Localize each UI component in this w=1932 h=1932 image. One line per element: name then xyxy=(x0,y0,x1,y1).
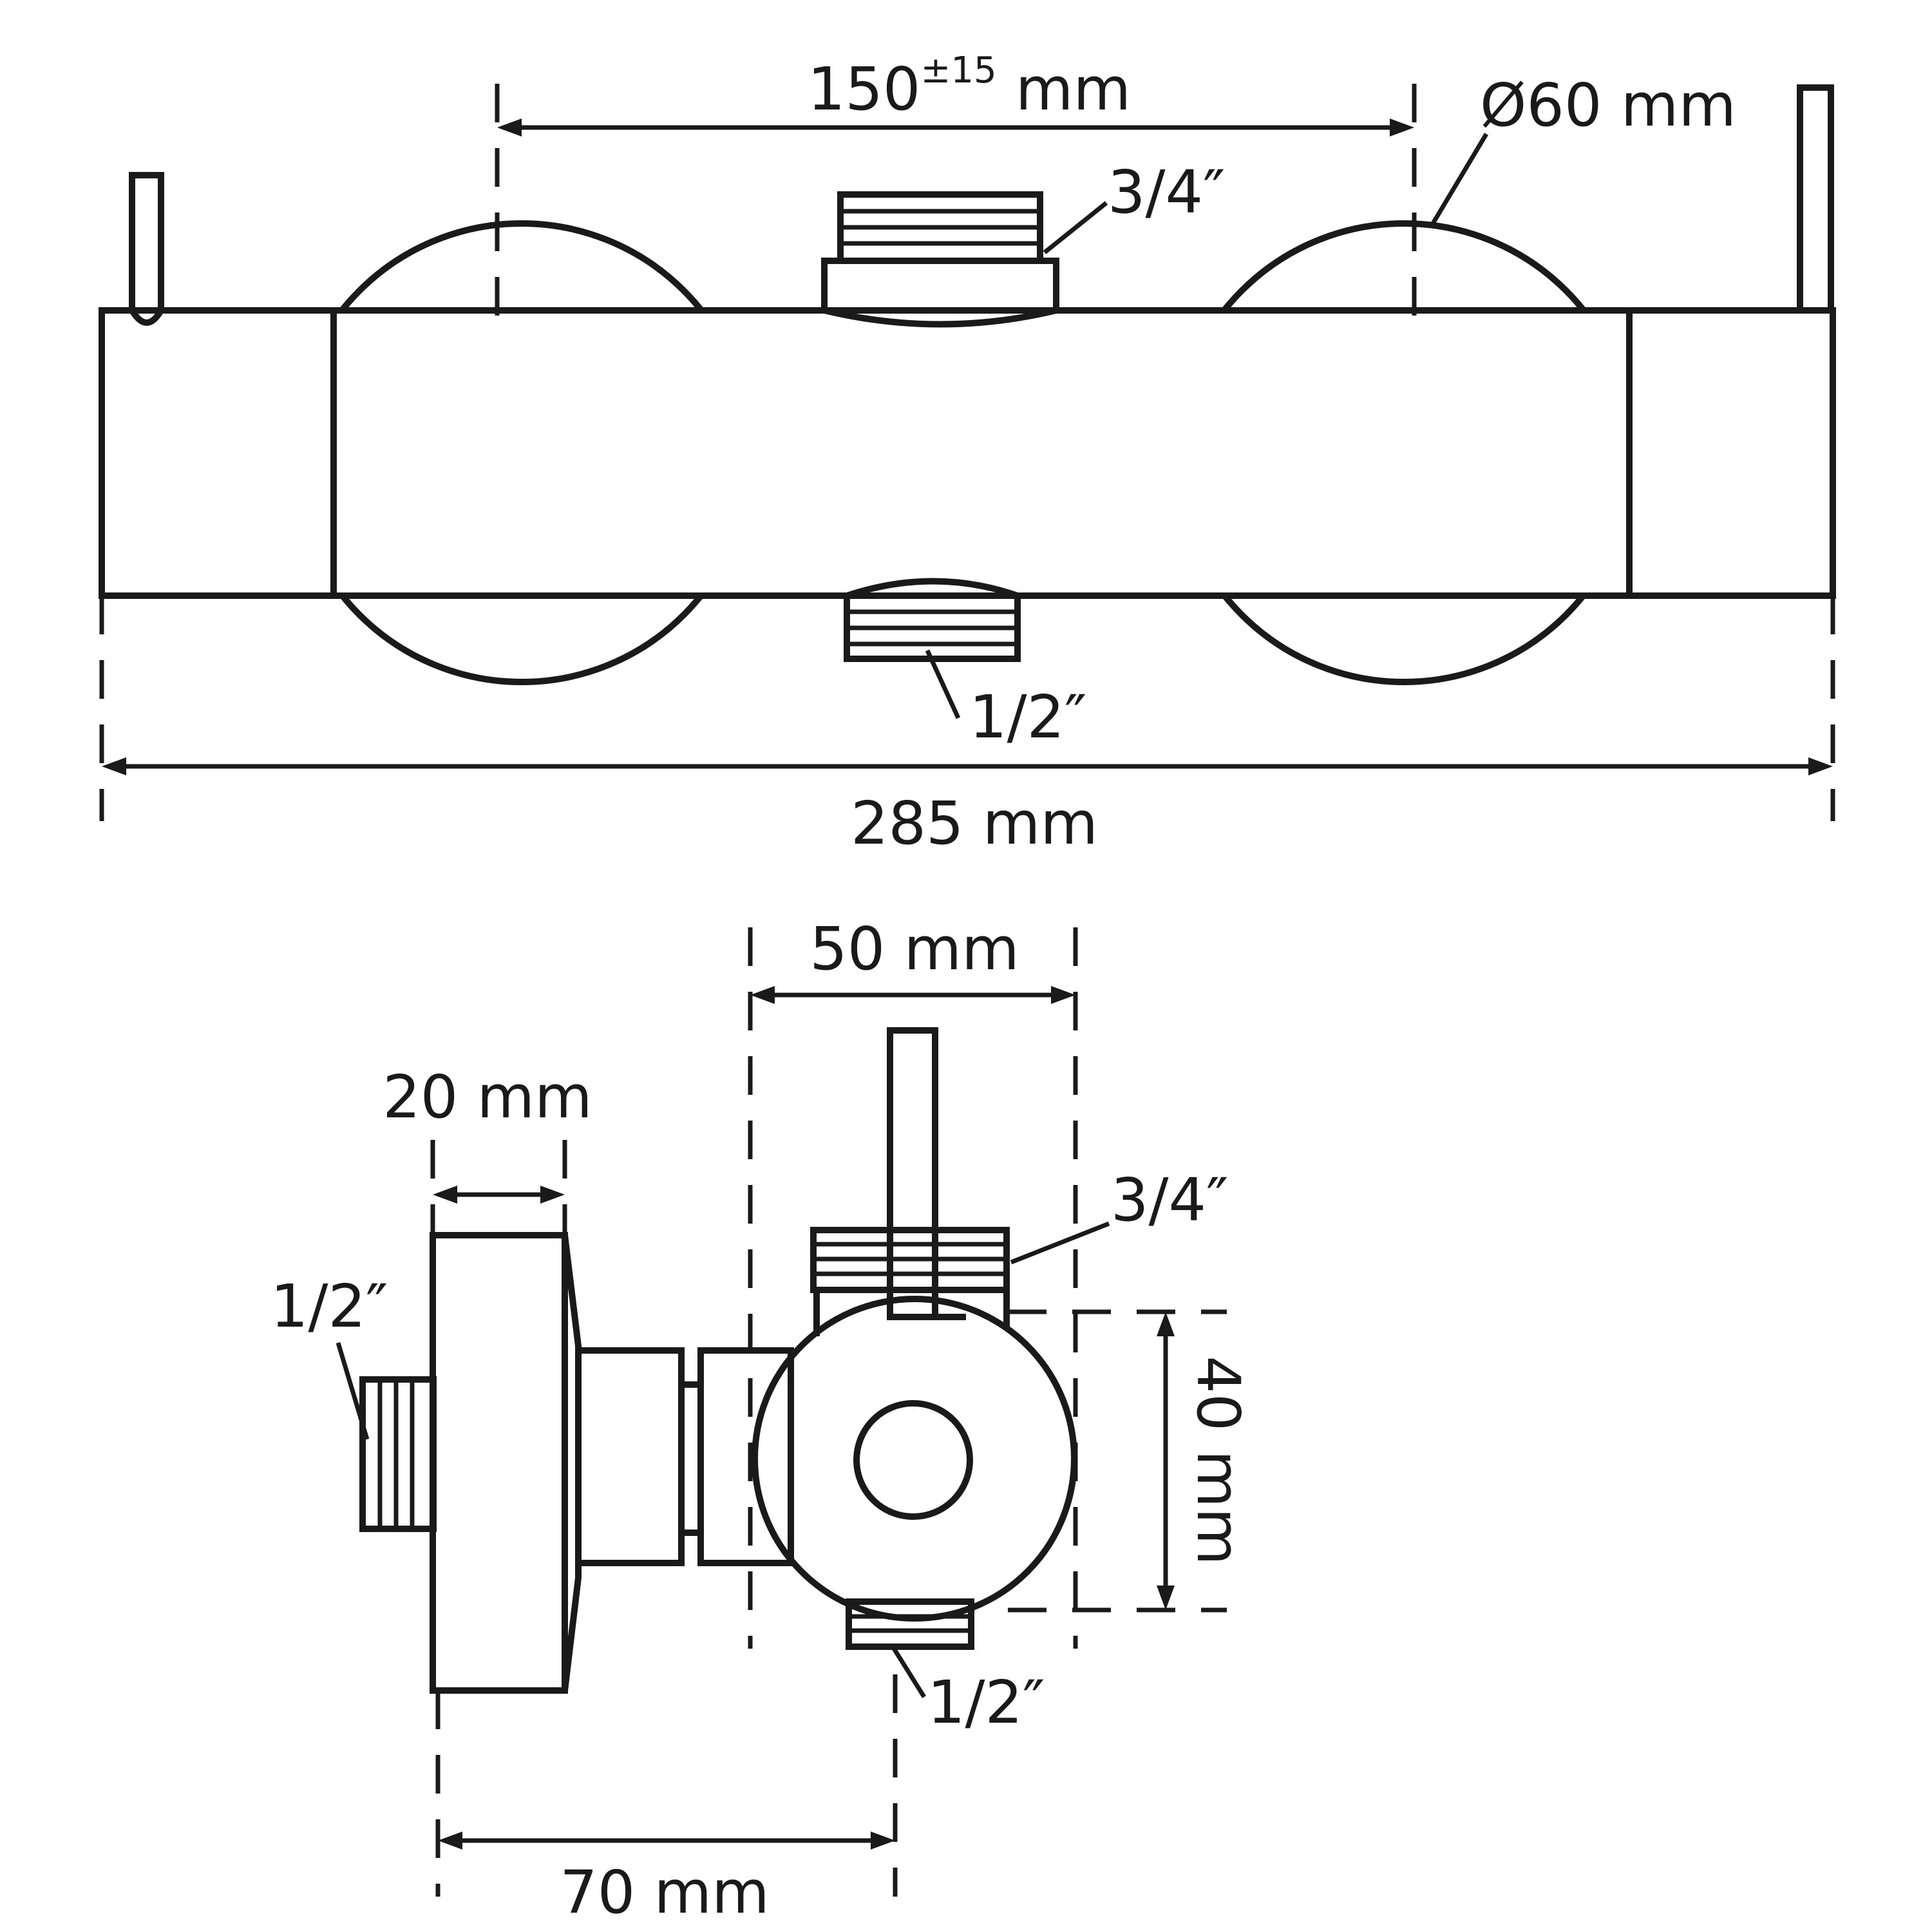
leader-outlet-top xyxy=(1043,201,1108,254)
label-side-outlet-bottom: 1/2″ xyxy=(927,1668,1045,1737)
pin-left xyxy=(129,172,164,326)
leader-outlet-bottom xyxy=(925,649,961,719)
knob-right xyxy=(1220,220,1588,685)
label-side-outlet-top: 3/4″ xyxy=(1111,1166,1228,1235)
vertical-tube xyxy=(887,1027,938,1320)
handle-plate xyxy=(430,1232,568,1694)
side-outlet-top xyxy=(810,1227,1010,1336)
label-spacing: 150±15 mm xyxy=(808,50,1131,124)
control-knob xyxy=(752,1296,1077,1622)
leader-side-outlet-top xyxy=(1010,1221,1110,1265)
leader-diameter xyxy=(1428,133,1489,228)
knob-left xyxy=(337,220,706,685)
top-view: 150±15 mm Ø60 mm 3/4″ 1/2″ 285 mm xyxy=(99,50,1836,858)
label-thread-left: 1/2″ xyxy=(270,1272,388,1341)
label-depth: 50 mm xyxy=(810,914,1019,983)
outlet-top-thread xyxy=(821,191,1059,328)
thread-left xyxy=(359,1376,437,1532)
label-outlet-bottom: 1/2″ xyxy=(969,683,1086,752)
control-knob-center xyxy=(853,1400,973,1520)
label-total-length: 285 mm xyxy=(851,789,1098,858)
side-outlet-bottom xyxy=(846,1598,974,1650)
label-diameter: Ø60 mm xyxy=(1480,71,1736,140)
label-height: 40 mm xyxy=(1184,1356,1253,1566)
leader-side-outlet-bottom xyxy=(890,1644,926,1698)
label-handle-width: 20 mm xyxy=(383,1063,592,1132)
connector-body xyxy=(575,1347,685,1566)
outlet-bottom-thread xyxy=(844,578,1021,662)
pin-right xyxy=(1797,84,1834,314)
side-view: 50 mm 20 mm 1/2″ 3/4″ 40 mm 1/2″ 70 mm xyxy=(270,914,1253,1927)
valve-body xyxy=(99,307,1836,599)
label-outlet-top: 3/4″ xyxy=(1108,158,1225,227)
connector-body-right xyxy=(697,1347,794,1566)
label-wall-to-axis: 70 mm xyxy=(560,1858,770,1927)
leader-thread-left xyxy=(336,1341,370,1441)
